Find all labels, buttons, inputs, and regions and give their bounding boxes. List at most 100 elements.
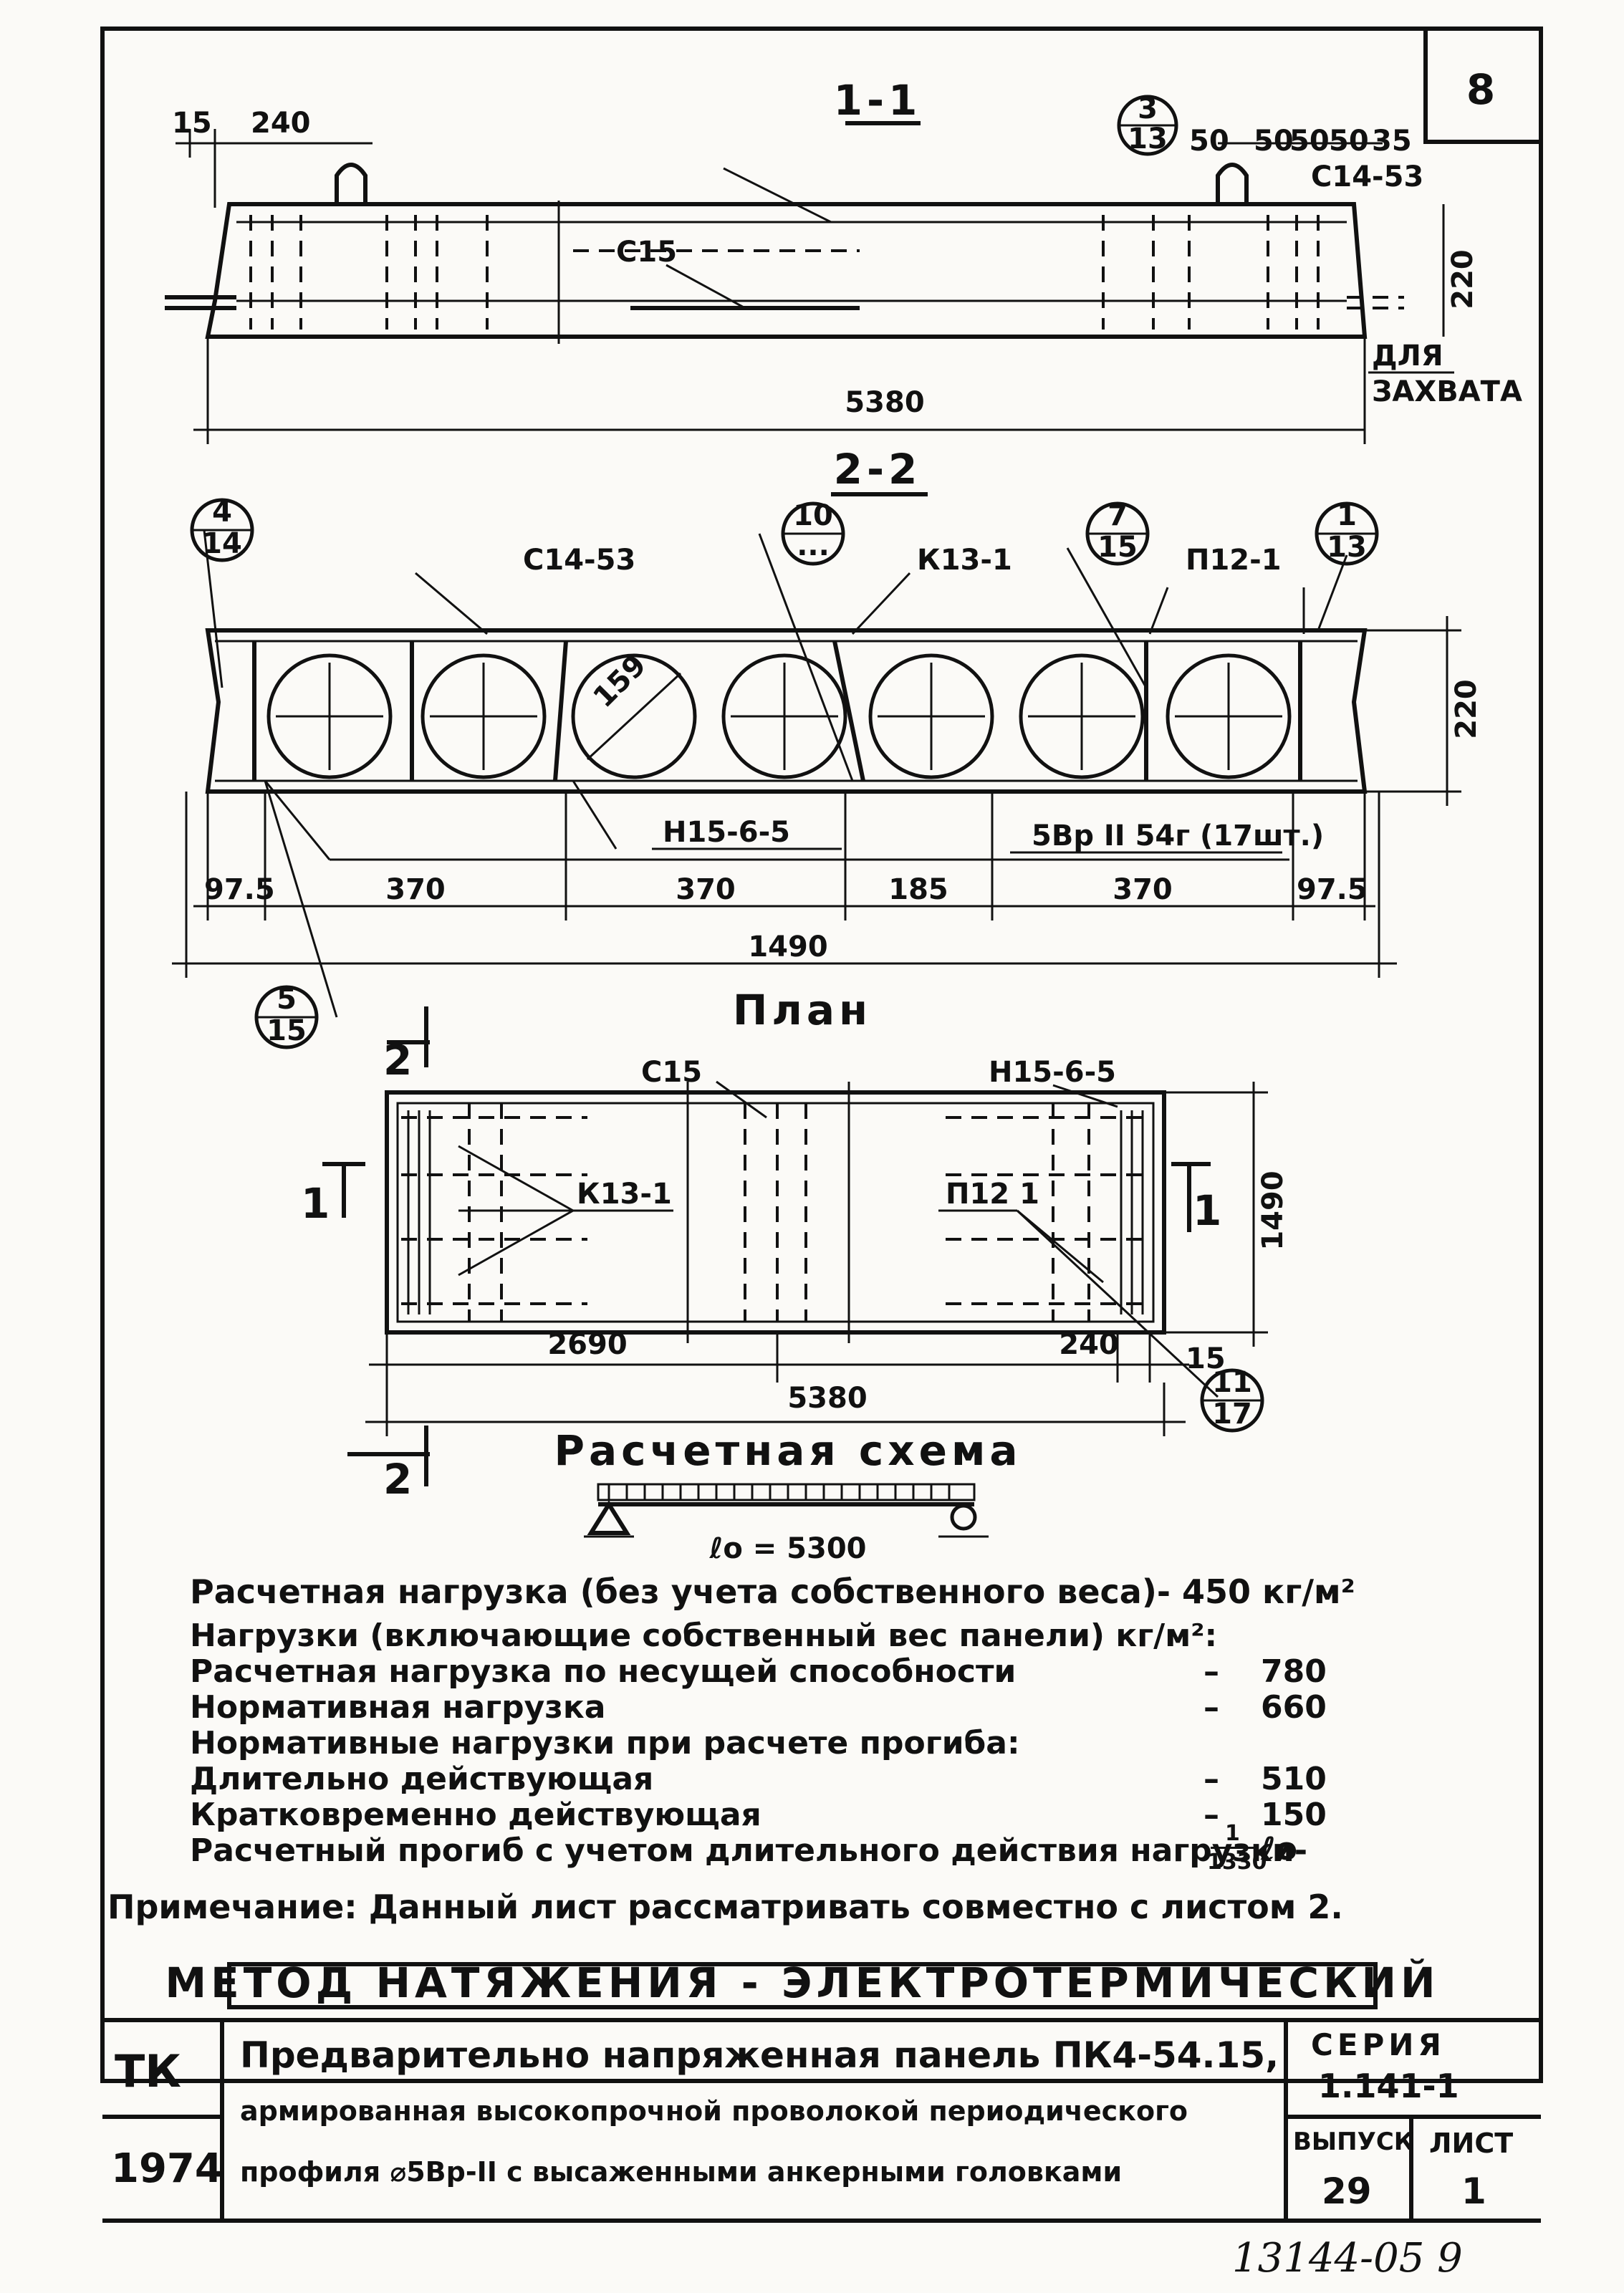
label-c14-53-s2: С14-53 (523, 544, 635, 577)
plan-outline (385, 1090, 1166, 1335)
label-p12-1-s2: П12-1 (1186, 544, 1282, 577)
lifting-loop-left (335, 163, 367, 204)
dim-15: 15 (172, 107, 212, 140)
dim-50d: 50 (1329, 125, 1369, 158)
label-wire: 5Вр II 54г (17шт.) (1032, 819, 1324, 852)
svg-text:15: 15 (266, 1014, 307, 1047)
detail-ref-11-17: 11 17 (1200, 1366, 1264, 1433)
dim-50b: 50 (1254, 125, 1294, 158)
dim-50c: 50 (1289, 125, 1330, 158)
svg-text:13: 13 (1128, 122, 1168, 155)
title-line-3: профиля ⌀5Вр-II с высаженными анкерными … (240, 2156, 1123, 2188)
load-row-label-4: Кратковременно действующая (190, 1797, 761, 1833)
pin-support (587, 1500, 631, 1535)
title-block (102, 2018, 1541, 2223)
title-line-1: Предварительно напряженная панель ПК4-54… (240, 2034, 1279, 2076)
dim-185: 185 (888, 873, 948, 906)
label-k13-1-s2: К13-1 (917, 544, 1012, 577)
dim-159: 159 (587, 649, 653, 715)
distributed-load (597, 1483, 976, 1501)
load-row-label-3: Длительно действующая (190, 1761, 654, 1797)
svg-text:17: 17 (1212, 1398, 1252, 1431)
section-1-1-title: 1-1 (834, 76, 922, 125)
detail-ref-1-13: 1 13 (1315, 499, 1379, 566)
year: 1974 (111, 2145, 223, 2192)
sheet-frame (100, 27, 1543, 2083)
dim-5380: 5380 (845, 386, 924, 419)
series-label: СЕРИЯ (1311, 2027, 1446, 2062)
dim-370-b: 370 (676, 873, 736, 906)
svg-text:11: 11 (1212, 1366, 1252, 1399)
dim-220: 220 (1446, 249, 1479, 309)
load-dash-3: – (1203, 1761, 1219, 1797)
load-row-value-4: 150 (1261, 1797, 1327, 1833)
dim-15-plan: 15 (1186, 1342, 1226, 1375)
cut-mark-2-top: 2 (383, 1036, 416, 1085)
load-dash-2: – (1203, 1689, 1219, 1726)
hollow-cores (266, 653, 1292, 779)
deflection-denominator: 1330 (1207, 1850, 1267, 1875)
svg-text:1: 1 (1337, 499, 1357, 532)
cut-mark-1-right: 1 (1193, 1186, 1226, 1235)
sheet-value: 1 (1461, 2171, 1486, 2212)
svg-text:...: ... (797, 529, 830, 562)
issue-value: 29 (1322, 2171, 1372, 2212)
loads-header: Нагрузки (включающие собственный вес пан… (190, 1617, 1218, 1654)
detail-ref-7-15: 7 15 (1085, 499, 1150, 566)
span-label: ℓo = 5300 (708, 1532, 866, 1565)
sheet-number: 8 (1466, 65, 1499, 114)
note-text: Примечание: Данный лист рассматривать со… (107, 1888, 1343, 1926)
section-1-1: 1-1 15 240 50 50 (165, 76, 1522, 444)
svg-text:15: 15 (1097, 531, 1138, 564)
issue-label: ВЫПУСК (1293, 2128, 1414, 2156)
dim-5380-plan: 5380 (787, 1382, 867, 1415)
label-grip-2: ЗАХВАТА (1372, 375, 1522, 408)
series-value: 1.141-1 (1318, 2067, 1459, 2105)
method-box (227, 1962, 1378, 2009)
section-2-2-title: 2-2 (834, 445, 922, 494)
dim-1490-plan: 1490 (1257, 1170, 1289, 1250)
label-k13-1-plan: К13-1 (577, 1178, 672, 1211)
load-row-value-1: 780 (1261, 1653, 1327, 1690)
title-line-2: армированная высокопрочной проволокой пе… (240, 2095, 1188, 2127)
label-h15-6-5-plan: Н15-6-5 (989, 1056, 1116, 1089)
svg-text:7: 7 (1108, 499, 1128, 532)
svg-text:13: 13 (1327, 531, 1367, 564)
plan-title: План (733, 986, 872, 1034)
sheet-number-box (1423, 27, 1543, 144)
dim-220-s2: 220 (1450, 679, 1483, 739)
cut-mark-1-left: 1 (301, 1179, 334, 1228)
load-dash-4: – (1203, 1797, 1219, 1833)
svg-text:14: 14 (202, 527, 242, 560)
org-code: ТК (115, 2045, 181, 2097)
label-grip-1: ДЛЯ (1372, 340, 1443, 372)
design-load-line: Расчетная нагрузка (без учета собственно… (190, 1572, 1355, 1611)
deflection-unit: ℓo (1261, 1831, 1297, 1867)
load-row-value-3: 510 (1261, 1761, 1327, 1797)
label-c15-plan: С15 (641, 1056, 702, 1089)
svg-text:4: 4 (212, 496, 232, 529)
footer-number: 13144-05 9 (1232, 2235, 1463, 2282)
label-c15: С15 (616, 236, 677, 269)
deflection-text: Расчетный прогиб с учетом длительного де… (190, 1832, 1308, 1869)
sheet-label: ЛИСТ (1429, 2128, 1514, 2159)
label-c14-53: С14-53 (1311, 160, 1423, 193)
beam-elevation (205, 202, 1368, 339)
dim-50a: 50 (1189, 125, 1229, 158)
detail-ref-4-14: 4 14 (190, 496, 254, 562)
roller-support (950, 1504, 977, 1531)
method-text: МЕТОД НАТЯЖЕНИЯ - ЭЛЕКТРОТЕРМИЧЕСКИЙ (165, 1958, 1439, 2007)
cut-mark-2-bottom: 2 (383, 1455, 416, 1504)
load-row-value-2: 660 (1261, 1689, 1327, 1726)
dim-2690: 2690 (547, 1328, 627, 1361)
design-scheme: Расчетная схема ℓo = 5300 (554, 1426, 1022, 1565)
scheme-title: Расчетная схема (554, 1426, 1022, 1475)
dim-97-5-right: 97.5 (1297, 873, 1368, 906)
label-h15-6-5: Н15-6-5 (663, 816, 790, 849)
detail-ref-10: 10 ... (781, 499, 845, 566)
plan-view: План С15 Н15-6-5 К13-1 П12 1 (301, 986, 1289, 1504)
dim-1490: 1490 (748, 931, 827, 963)
dim-35: 35 (1372, 125, 1412, 158)
detail-ref-5-15: 5 15 (254, 780, 338, 1049)
deflection-numerator: 1 (1225, 1821, 1240, 1846)
